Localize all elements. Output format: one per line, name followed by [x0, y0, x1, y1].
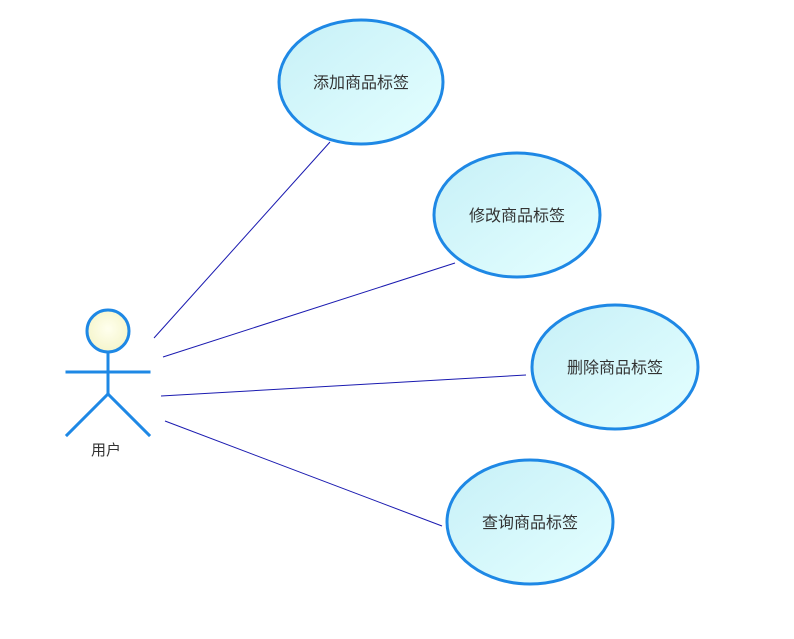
use-case-modify-tag-label: 修改商品标签: [469, 206, 565, 225]
actor-label: 用户: [91, 441, 121, 459]
actor-head: [85, 308, 131, 354]
connectors: [153, 141, 527, 527]
actor-user[interactable]: 用户: [64, 308, 152, 459]
use-case-modify-tag-shape: [432, 151, 602, 279]
use-case-delete-tag-label: 删除商品标签: [567, 358, 663, 377]
use-case-add-tag-label: 添加商品标签: [313, 73, 409, 92]
use-case-delete-tag[interactable]: 删除商品标签: [530, 303, 700, 431]
use-case-add-tag-shape: [277, 18, 445, 146]
use-case-add-tag[interactable]: 添加商品标签: [277, 18, 445, 146]
connector-query: [164, 420, 443, 527]
connector-delete: [160, 374, 527, 397]
connector-add: [153, 141, 331, 339]
connector-modify: [162, 262, 456, 358]
use-case-query-tag-shape: [445, 458, 615, 586]
actor-left-leg: [64, 391, 111, 438]
use-case-delete-tag-shape: [530, 303, 700, 431]
use-case-query-tag[interactable]: 查询商品标签: [445, 458, 615, 586]
use-case-query-tag-label: 查询商品标签: [482, 513, 578, 532]
actor-body: [64, 350, 152, 438]
use-case-modify-tag[interactable]: 修改商品标签: [432, 151, 602, 279]
actor-right-leg: [105, 391, 152, 438]
